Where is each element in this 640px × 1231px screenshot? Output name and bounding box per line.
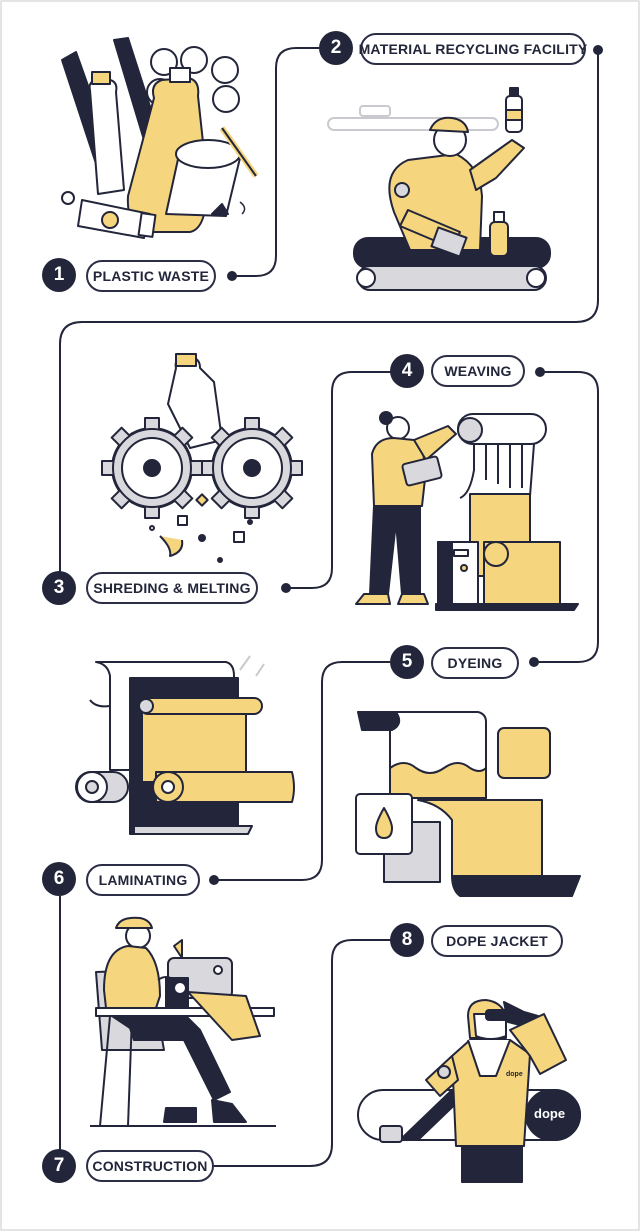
jacket-brand-tag: dope [506, 1071, 523, 1078]
step-3-number: 3 [42, 571, 76, 605]
step-8-number: 8 [390, 923, 424, 957]
flow-line-dots [209, 45, 603, 885]
step-8-label: DOPE JACKET [431, 925, 563, 957]
step-5-label: DYEING [431, 647, 519, 679]
shredding-melting-illustration [101, 353, 303, 563]
step-2-label: MATERIAL RECYCLING FACILITY [359, 33, 587, 65]
construction-illustration [90, 916, 276, 1127]
step-7-number: 7 [42, 1149, 76, 1183]
plastic-waste-illustration [61, 37, 259, 239]
process-flow-line [59, 47, 599, 1167]
dyeing-illustration [355, 711, 581, 897]
step-4-number: 4 [390, 354, 424, 388]
step-6-label: LAMINATING [86, 864, 200, 896]
step-5-number: 5 [390, 645, 424, 679]
step-2-number: 2 [319, 31, 353, 65]
laminating-illustration [75, 655, 295, 835]
board-brand-logo: dope [534, 1106, 565, 1121]
weaving-illustration [355, 411, 579, 611]
recycling-facility-illustration [327, 87, 551, 291]
step-6-number: 6 [42, 862, 76, 896]
dope-jacket-illustration [357, 999, 581, 1183]
step-7-label: CONSTRUCTION [86, 1150, 214, 1182]
step-1-number: 1 [42, 258, 76, 292]
step-3-label: SHREDING & MELTING [86, 572, 258, 604]
step-1-label: PLASTIC WASTE [86, 260, 216, 292]
step-4-label: WEAVING [431, 355, 525, 387]
